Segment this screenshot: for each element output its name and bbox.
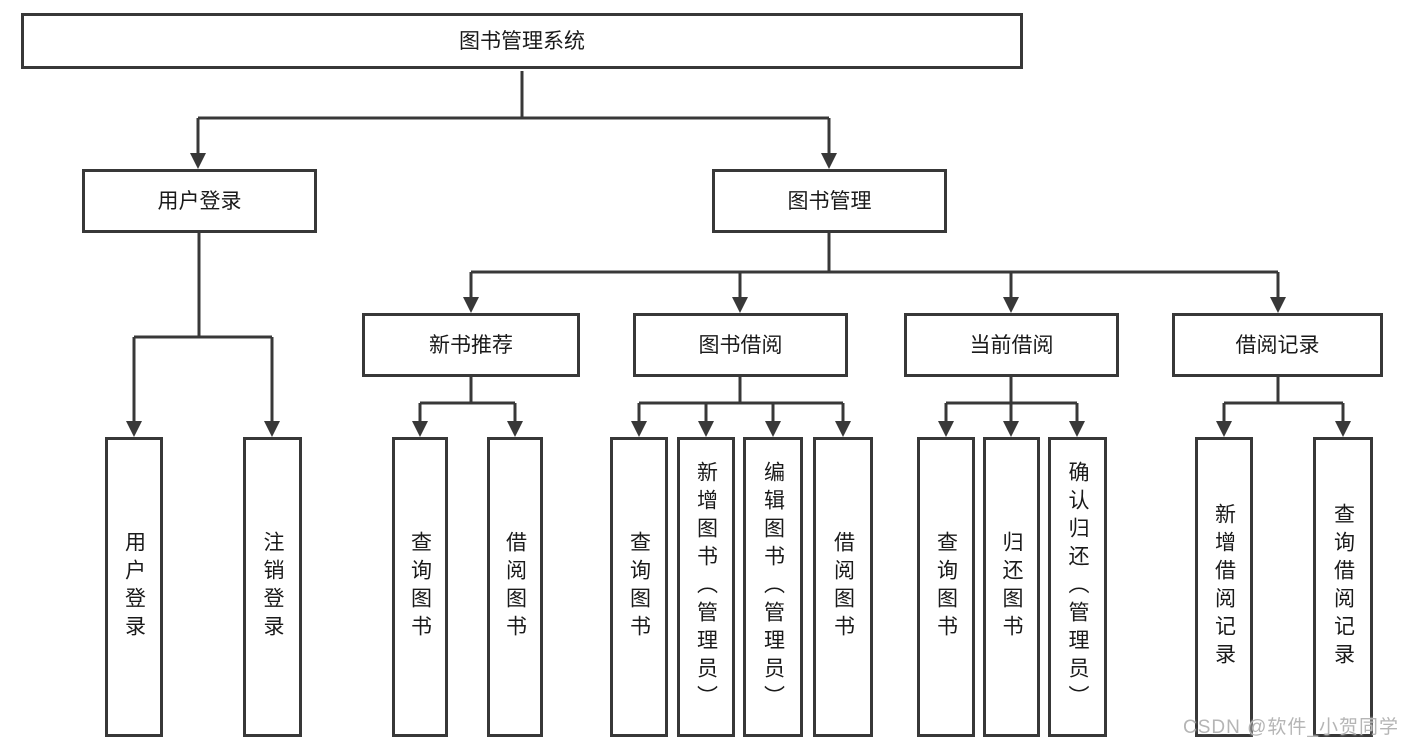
leaf-return-book: 归还图书 xyxy=(983,437,1040,737)
node-borrowing-records-label: 借阅记录 xyxy=(1235,333,1320,357)
leaf-user-login-label: 用户登录 xyxy=(122,531,146,643)
connector-user-login-branch xyxy=(132,233,274,422)
node-book-borrowing: 图书借阅 xyxy=(633,313,848,377)
arrow-down-icon xyxy=(1069,421,1085,437)
connector-borrowing-records-branch xyxy=(1222,377,1345,422)
node-library-system-label: 图书管理系统 xyxy=(459,29,585,53)
leaf-borrow-books-2-label: 借阅图书 xyxy=(831,531,855,643)
leaf-query-books-1-label: 查询图书 xyxy=(408,531,432,643)
leaf-return-book-label: 归还图书 xyxy=(1000,531,1023,643)
arrow-down-icon xyxy=(1270,297,1286,313)
leaf-logout: 注销登录 xyxy=(243,437,302,737)
arrow-down-icon xyxy=(698,421,714,437)
node-new-book-recommend-label: 新书推荐 xyxy=(429,333,513,357)
leaf-confirm-return-admin: 确认归还（管理员） xyxy=(1048,437,1107,737)
arrow-down-icon xyxy=(190,153,206,169)
connector-current-borrowing-branch xyxy=(944,377,1079,422)
arrow-down-icon xyxy=(507,421,523,437)
arrow-down-icon xyxy=(821,153,837,169)
leaf-add-borrow-record: 新增借阅记录 xyxy=(1195,437,1253,737)
connector-book-borrowing-branch xyxy=(637,377,845,422)
leaf-user-login: 用户登录 xyxy=(105,437,163,737)
node-library-system: 图书管理系统 xyxy=(21,13,1023,69)
arrow-down-icon xyxy=(412,421,428,437)
leaf-add-book-admin-label: 新增图书（管理员） xyxy=(694,461,718,713)
arrow-down-icon xyxy=(463,297,479,313)
arrow-down-icon xyxy=(835,421,851,437)
arrow-down-icon xyxy=(732,297,748,313)
leaf-query-books-3: 查询图书 xyxy=(917,437,975,737)
arrow-down-icon xyxy=(126,421,142,437)
node-user-login-label: 用户登录 xyxy=(157,189,242,213)
leaf-borrow-books-1-label: 借阅图书 xyxy=(503,531,527,643)
leaf-query-borrow-record: 查询借阅记录 xyxy=(1313,437,1373,737)
arrow-down-icon xyxy=(938,421,954,437)
csdn-watermark: CSDN @软件_小贺同学 xyxy=(1183,717,1399,738)
leaf-logout-label: 注销登录 xyxy=(261,531,284,643)
connector-book-management-branch xyxy=(469,233,1280,298)
leaf-confirm-return-admin-label: 确认归还（管理员） xyxy=(1066,461,1089,713)
node-book-management: 图书管理 xyxy=(712,169,947,233)
leaf-query-books-1: 查询图书 xyxy=(392,437,448,737)
leaf-add-borrow-record-label: 新增借阅记录 xyxy=(1212,503,1236,671)
arrow-down-icon xyxy=(765,421,781,437)
node-new-book-recommend: 新书推荐 xyxy=(362,313,580,377)
node-borrowing-records: 借阅记录 xyxy=(1172,313,1383,377)
leaf-query-borrow-record-label: 查询借阅记录 xyxy=(1331,503,1355,671)
leaf-edit-book-admin-label: 编辑图书（管理员） xyxy=(761,461,785,713)
leaf-query-books-2: 查询图书 xyxy=(610,437,668,737)
node-book-management-label: 图书管理 xyxy=(787,189,872,213)
leaf-borrow-books-1: 借阅图书 xyxy=(487,437,543,737)
leaf-add-book-admin: 新增图书（管理员） xyxy=(677,437,735,737)
arrow-down-icon xyxy=(631,421,647,437)
node-current-borrowing-label: 当前借阅 xyxy=(969,333,1054,357)
leaf-edit-book-admin: 编辑图书（管理员） xyxy=(743,437,803,737)
leaf-query-books-3-label: 查询图书 xyxy=(934,531,958,643)
leaf-borrow-books-2: 借阅图书 xyxy=(813,437,873,737)
leaf-query-books-2-label: 查询图书 xyxy=(627,531,651,643)
arrow-down-icons xyxy=(126,153,1351,437)
connector-new-book-branch xyxy=(418,377,517,422)
arrow-down-icon xyxy=(1335,421,1351,437)
arrow-down-icon xyxy=(1216,421,1232,437)
node-user-login: 用户登录 xyxy=(82,169,317,233)
arrow-down-icon xyxy=(264,421,280,437)
connector-root-to-level2 xyxy=(196,71,831,154)
arrow-down-icon xyxy=(1003,297,1019,313)
node-book-borrowing-label: 图书借阅 xyxy=(698,333,783,357)
node-current-borrowing: 当前借阅 xyxy=(904,313,1119,377)
arrow-down-icon xyxy=(1003,421,1019,437)
